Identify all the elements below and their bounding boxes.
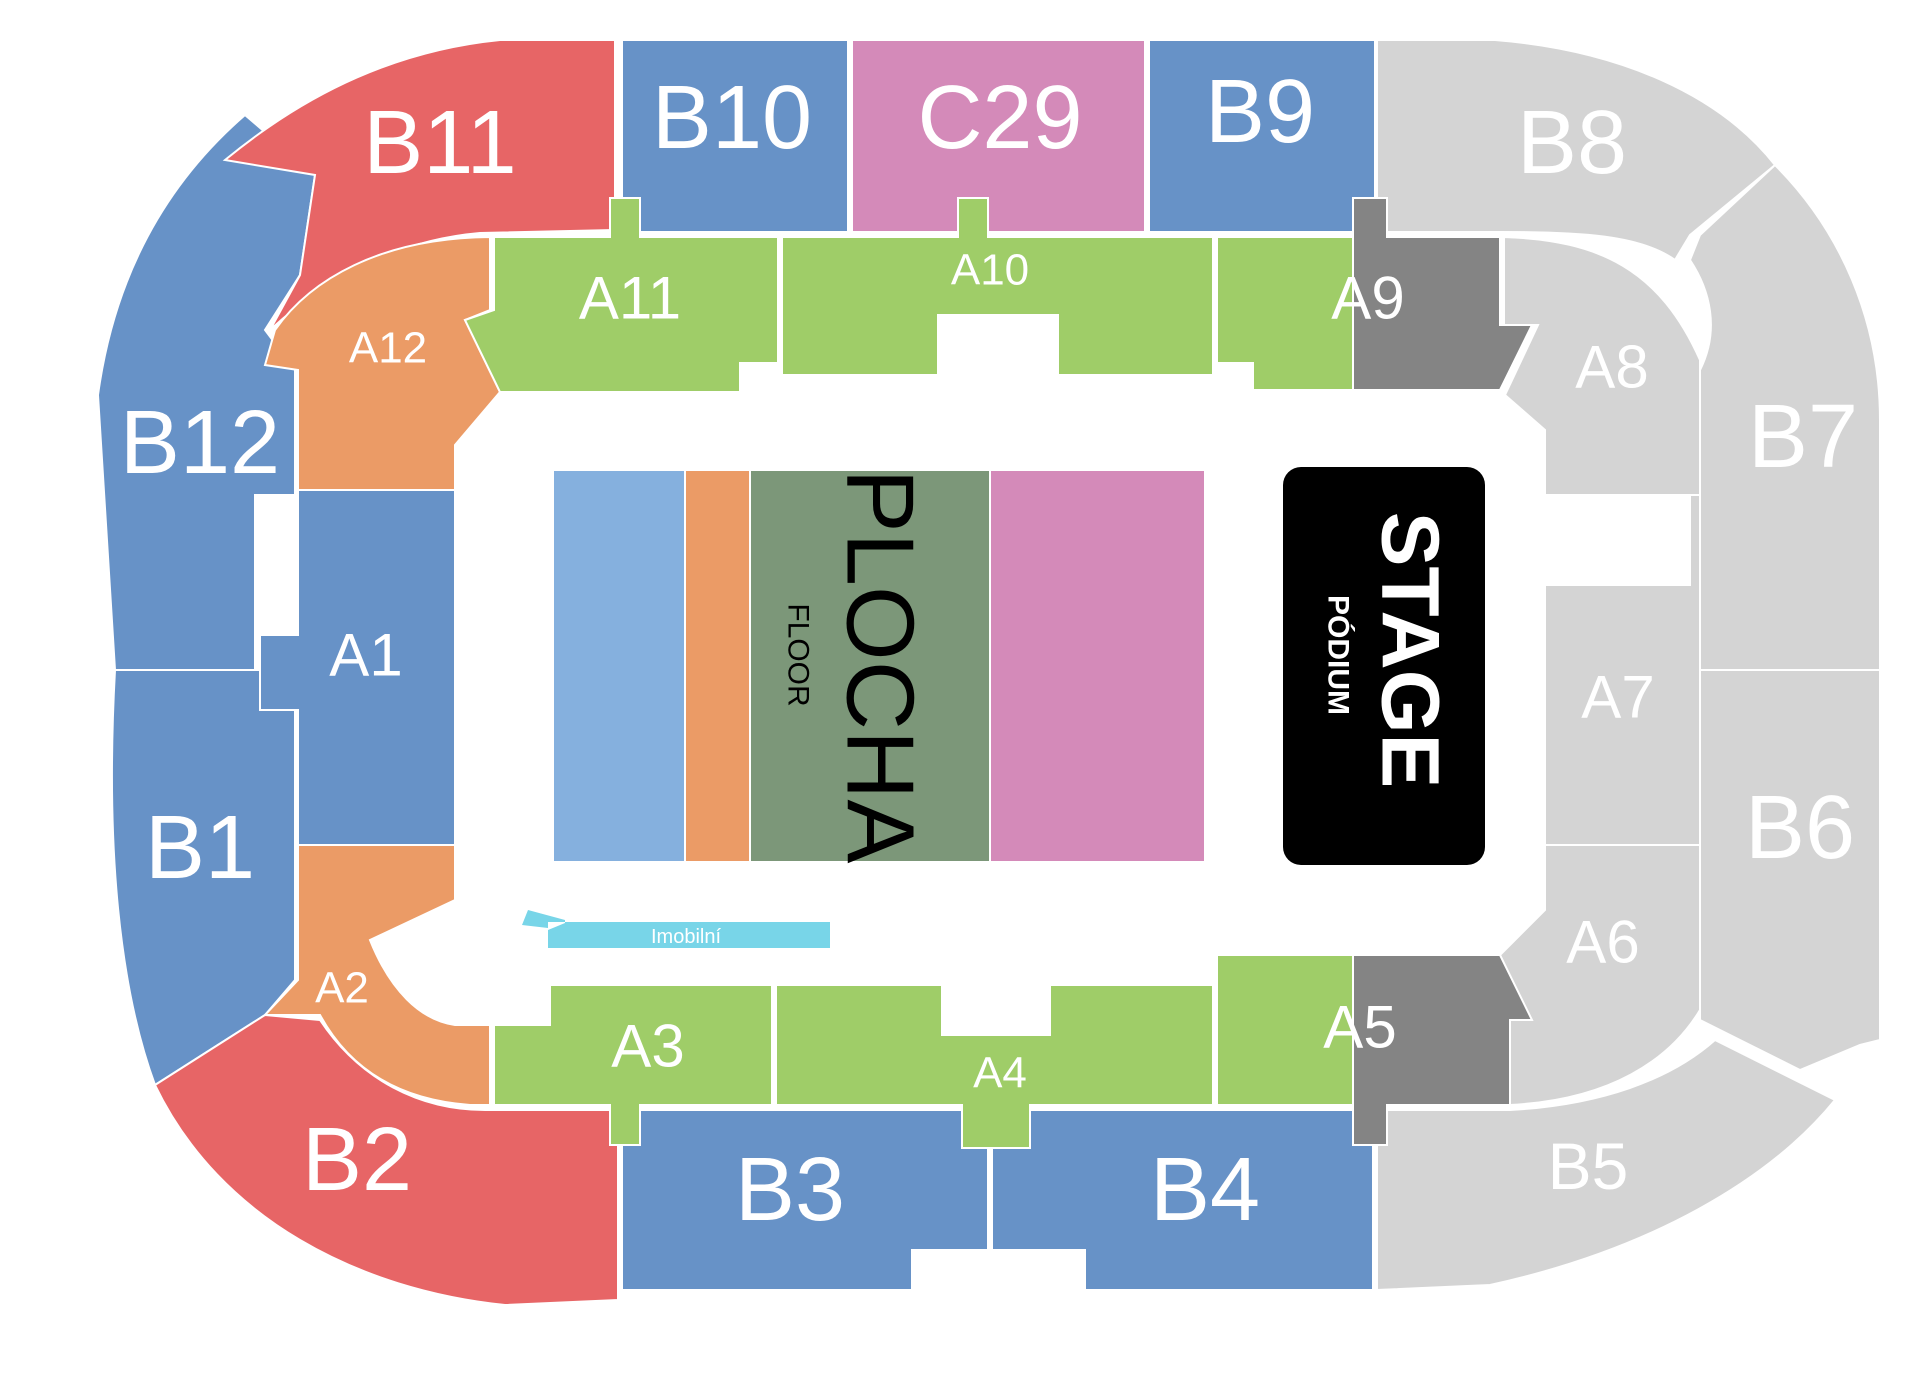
section-b3[interactable]	[621, 1109, 989, 1291]
section-a8[interactable]	[1503, 235, 1701, 496]
section-a3[interactable]	[493, 984, 773, 1146]
section-b12[interactable]	[96, 113, 317, 671]
section-a5-limited[interactable]	[1352, 954, 1534, 1146]
section-b4[interactable]	[991, 1109, 1374, 1291]
section-b7[interactable]	[1688, 163, 1881, 671]
floor-zone-pink[interactable]	[989, 469, 1206, 863]
floor-zone-blue[interactable]	[552, 469, 686, 863]
section-a4[interactable]	[775, 984, 1214, 1149]
accessible-platform[interactable]	[522, 910, 830, 948]
section-a9[interactable]	[1216, 236, 1354, 391]
section-a10[interactable]	[781, 197, 1214, 376]
section-a9-limited[interactable]	[1352, 197, 1534, 391]
section-b10[interactable]	[621, 39, 849, 233]
section-a12[interactable]	[263, 235, 502, 491]
stage-title: STAGE	[1365, 512, 1456, 788]
floor-title: PLOCHA	[827, 469, 934, 864]
section-b9[interactable]	[1148, 39, 1376, 233]
floor-zone-orange[interactable]	[684, 469, 751, 863]
section-c29[interactable]	[851, 39, 1146, 233]
section-a11[interactable]	[463, 197, 779, 393]
section-a6[interactable]	[1498, 844, 1701, 1107]
floor-subtitle: FLOOR	[782, 603, 815, 706]
section-a1[interactable]	[259, 489, 456, 846]
section-a5[interactable]	[1216, 954, 1354, 1106]
section-b5[interactable]	[1376, 1038, 1837, 1292]
section-a2[interactable]	[262, 844, 491, 1106]
section-b6[interactable]	[1699, 669, 1881, 1072]
stage-subtitle: PÓDIUM	[1322, 595, 1356, 715]
floor-zone-green[interactable]	[749, 469, 991, 863]
accessible-label: Imobilní	[651, 926, 721, 948]
section-a7[interactable]	[1544, 494, 1701, 846]
stage	[1283, 467, 1485, 865]
